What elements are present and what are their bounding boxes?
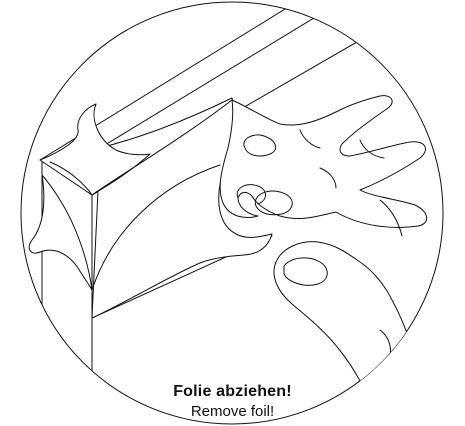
foil-curl-left (29, 175, 92, 290)
hand-thumb (274, 242, 420, 426)
hand-index-finger (220, 96, 427, 228)
